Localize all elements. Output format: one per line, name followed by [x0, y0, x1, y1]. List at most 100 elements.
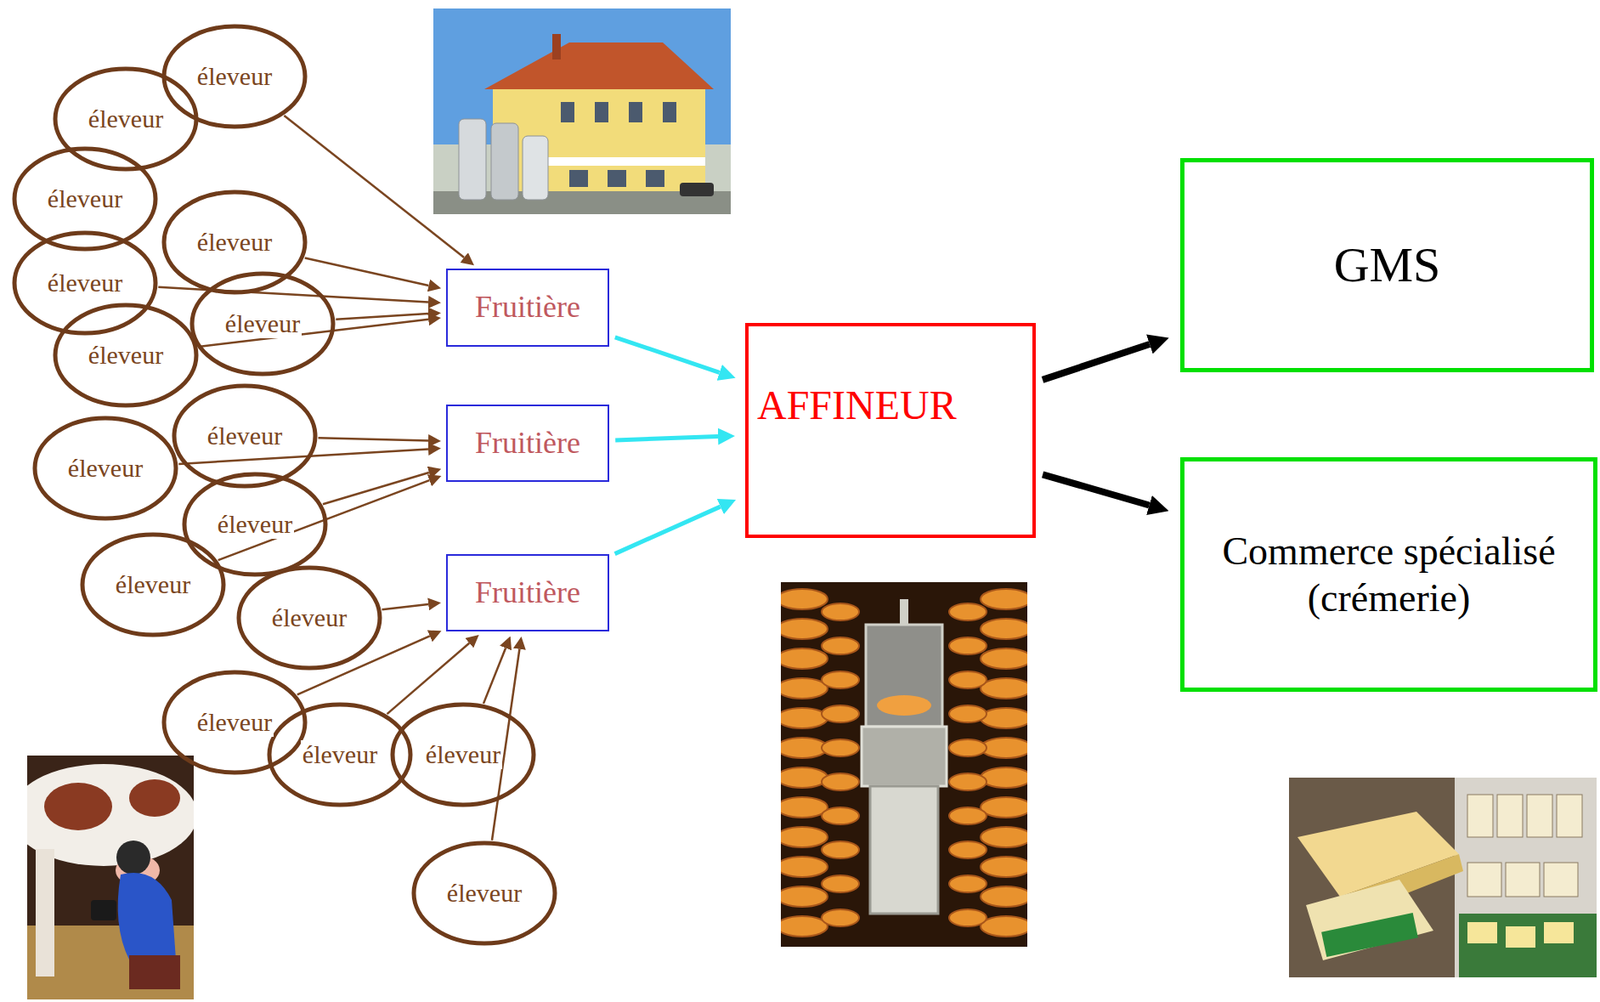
illustration-part	[821, 773, 860, 791]
illustration-part	[780, 797, 828, 818]
flow-arrow	[615, 436, 719, 441]
illustration-part	[980, 826, 1028, 848]
flow-arrow	[615, 506, 721, 555]
illustration-part	[821, 875, 860, 893]
illustration-part	[980, 707, 1028, 729]
illustration-part	[949, 637, 987, 655]
ellipse-shape	[163, 26, 306, 127]
illustration-part	[780, 648, 828, 669]
illustration-part	[1467, 921, 1574, 948]
illustration-part	[949, 671, 987, 689]
ellipse-shape	[392, 704, 534, 805]
illustration-part	[484, 42, 714, 90]
flow-arrow	[483, 648, 506, 704]
cheese-display-photo	[1289, 777, 1597, 978]
ellipse-shape	[238, 567, 380, 668]
illustration-part	[821, 909, 860, 927]
illustration-part	[821, 739, 860, 757]
eleveur-ellipse: éleveur	[32, 415, 179, 521]
flow-arrow	[297, 635, 430, 695]
illustration-part	[116, 840, 151, 875]
illustration-part	[821, 705, 860, 723]
node-label: éleveur	[86, 340, 165, 371]
illustration-part	[980, 588, 1028, 610]
illustration-part	[980, 678, 1028, 699]
eleveur-ellipse: éleveur	[390, 701, 537, 808]
illustration-part	[35, 848, 55, 977]
illustration-part	[949, 841, 987, 859]
flow-arrow	[318, 437, 430, 441]
illustration-part	[129, 955, 181, 990]
illustration-part	[1467, 862, 1502, 897]
eleveur-ellipse: éleveur	[11, 230, 159, 336]
illustration-part	[821, 603, 860, 621]
illustration-part	[949, 773, 987, 791]
market-box: Commerce spécialisé (crémerie)	[1180, 457, 1598, 692]
eleveur-ellipse: éleveur	[236, 565, 383, 671]
illustration-part	[560, 101, 677, 187]
illustration-part	[1306, 879, 1434, 961]
ellipse-shape	[14, 232, 156, 334]
node-label: éleveur	[223, 309, 302, 340]
ellipse-shape	[82, 534, 224, 635]
illustration-part	[522, 135, 549, 200]
illustration-part	[607, 169, 627, 187]
illustration-part	[1467, 794, 1493, 837]
fruitiere-box: Fruitière	[446, 554, 610, 632]
node-label: éleveur	[205, 421, 284, 452]
illustration-part	[980, 648, 1028, 669]
illustration-part	[1543, 921, 1574, 944]
node-label: éleveur	[86, 104, 165, 135]
illustration-part	[679, 182, 714, 197]
flow-arrow	[382, 604, 430, 610]
illustration-part	[780, 826, 828, 848]
illustration-part	[865, 624, 943, 727]
ellipse-shape	[34, 418, 176, 519]
flow-arrow	[335, 313, 429, 320]
illustration-part	[821, 637, 860, 655]
ellipse-shape	[413, 842, 555, 944]
node-label: GMS	[1334, 235, 1442, 295]
illustration-part	[433, 8, 731, 215]
market-box: GMS	[1180, 158, 1595, 373]
ellipse-shape	[192, 273, 334, 374]
illustration-part	[780, 707, 828, 729]
illustration-part	[980, 886, 1028, 907]
illustration-part	[980, 797, 1028, 818]
eleveur-ellipse: éleveur	[79, 531, 227, 638]
node-label: éleveur	[270, 603, 349, 634]
eleveur-ellipse: éleveur	[411, 840, 558, 946]
node-label: éleveur	[215, 509, 294, 540]
node-label: éleveur	[45, 184, 125, 215]
illustration-part	[780, 915, 828, 937]
illustration-part	[780, 737, 828, 758]
node-label: Fruitière	[474, 574, 581, 611]
illustration-part	[899, 599, 909, 625]
node-label: AFFINEUR	[757, 380, 957, 430]
node-label: éleveur	[445, 878, 524, 909]
illustration-part	[780, 678, 828, 699]
illustration-part	[1289, 777, 1597, 978]
node-label: éleveur	[195, 62, 274, 92]
illustration-part	[949, 739, 987, 757]
eleveur-ellipse: éleveur	[52, 302, 199, 408]
node-label: éleveur	[113, 570, 193, 600]
illustration-part	[980, 618, 1028, 639]
illustration-part	[780, 886, 828, 907]
illustration-part	[491, 123, 519, 200]
eleveur-ellipse: éleveur	[189, 271, 336, 377]
illustration-part	[1556, 794, 1583, 837]
node-label: éleveur	[195, 707, 274, 738]
illustration-part	[780, 618, 828, 639]
illustration-part	[662, 101, 677, 123]
illustration-part	[780, 588, 828, 610]
illustration-part	[569, 169, 588, 187]
fruitiere-box: Fruitière	[446, 404, 610, 482]
illustration-part	[949, 909, 987, 927]
eleveur-ellipse: éleveur	[181, 471, 328, 577]
node-label: Commerce spécialisé (crémerie)	[1192, 527, 1585, 622]
illustration-part	[1497, 794, 1523, 837]
illustration-part	[949, 603, 987, 621]
illustration-part	[1458, 913, 1597, 978]
